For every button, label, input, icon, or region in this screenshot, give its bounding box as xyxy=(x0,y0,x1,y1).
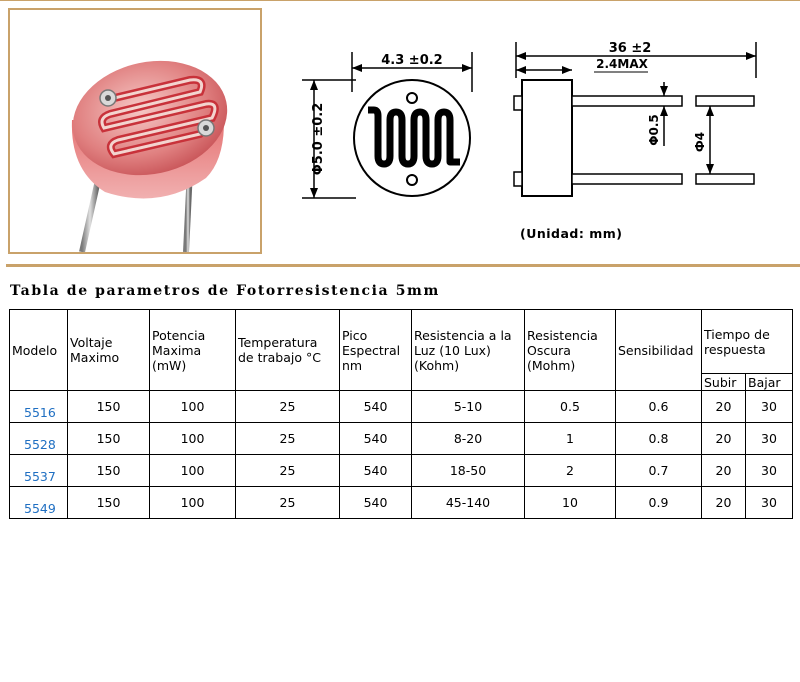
cell-light: 8-20 xyxy=(411,422,525,455)
cell-peak: 540 xyxy=(339,486,412,519)
cell-peak: 540 xyxy=(339,390,412,423)
table-title: Tabla de parametros de Fotorresistencia … xyxy=(10,283,440,299)
cell-voltage: 150 xyxy=(67,390,150,423)
cell-dark: 0.5 xyxy=(524,390,616,423)
cell-sensitivity: 0.7 xyxy=(615,454,702,487)
cell-power: 100 xyxy=(149,390,236,423)
header-model: Modelo xyxy=(9,309,68,391)
section-divider xyxy=(6,264,800,267)
dim-lead-length-label: 36 ±2 xyxy=(609,41,652,56)
cell-light: 18-50 xyxy=(411,454,525,487)
cell-voltage: 150 xyxy=(67,422,150,455)
cell-rise: 20 xyxy=(701,454,746,487)
cell-model: 5549 xyxy=(9,486,68,519)
cell-fall: 30 xyxy=(745,390,793,423)
cell-light: 5-10 xyxy=(411,390,525,423)
cell-fall: 30 xyxy=(745,454,793,487)
cell-sensitivity: 0.6 xyxy=(615,390,702,423)
dimension-drawing: 4.3 ±0.2 Φ5.0 ±0.2 36 ±2 2.4MAX xyxy=(296,34,766,214)
cell-peak: 540 xyxy=(339,422,412,455)
cell-power: 100 xyxy=(149,422,236,455)
table-row: 5528 150 100 25 540 8-20 1 0.8 20 30 xyxy=(9,422,793,455)
side-view-lead-bottom xyxy=(571,173,683,185)
dim-body-label: 2.4MAX xyxy=(596,57,648,71)
cell-voltage: 150 xyxy=(67,486,150,519)
cell-model: 5528 xyxy=(9,422,68,455)
cell-power: 100 xyxy=(149,454,236,487)
header-fall: Bajar xyxy=(745,373,793,391)
front-view-hole-bottom xyxy=(406,174,418,186)
side-view-lead-top xyxy=(571,95,683,107)
photoresistor-photo xyxy=(71,60,228,252)
dim-lead-dia-label: Φ0.5 xyxy=(647,114,661,145)
table-row: 5537 150 100 25 540 18-50 2 0.7 20 30 xyxy=(9,454,793,487)
cell-dark: 1 xyxy=(524,422,616,455)
cell-rise: 20 xyxy=(701,422,746,455)
dim-pitch-label: Ф4 xyxy=(693,132,707,152)
cell-peak: 540 xyxy=(339,454,412,487)
side-view-body xyxy=(521,79,573,197)
front-view-track xyxy=(368,106,460,168)
cell-fall: 30 xyxy=(745,486,793,519)
cell-temp: 25 xyxy=(235,486,340,519)
cell-dark: 10 xyxy=(524,486,616,519)
cell-temp: 25 xyxy=(235,454,340,487)
cell-voltage: 150 xyxy=(67,454,150,487)
dim-height-label: Φ5.0 ±0.2 xyxy=(311,103,326,176)
cell-rise: 20 xyxy=(701,390,746,423)
cell-model: 5516 xyxy=(9,390,68,423)
cell-power: 100 xyxy=(149,486,236,519)
cell-fall: 30 xyxy=(745,422,793,455)
cell-temp: 25 xyxy=(235,422,340,455)
electrode-left-dot xyxy=(105,95,111,101)
cell-rise: 20 xyxy=(701,486,746,519)
cell-dark: 2 xyxy=(524,454,616,487)
cell-sensitivity: 0.8 xyxy=(615,422,702,455)
photoresistor-photo-frame xyxy=(8,8,262,254)
front-view-hole-top xyxy=(406,92,418,104)
cell-sensitivity: 0.9 xyxy=(615,486,702,519)
cell-temp: 25 xyxy=(235,390,340,423)
lead-left xyxy=(79,179,101,252)
cell-light: 45-140 xyxy=(411,486,525,519)
header-rise: Subir xyxy=(701,373,746,391)
cell-model: 5537 xyxy=(9,454,68,487)
serpentine-gap xyxy=(100,78,217,156)
unit-caption: (Unidad: mm) xyxy=(520,226,623,241)
dim-width-label: 4.3 ±0.2 xyxy=(381,53,442,68)
header-sensitivity: Sensibilidad xyxy=(615,309,702,391)
electrode-right-dot xyxy=(203,125,209,131)
table-row: 5516 150 100 25 540 5-10 0.5 0.6 20 30 xyxy=(9,390,793,423)
table-row: 5549 150 100 25 540 45-140 10 0.9 20 30 xyxy=(9,486,793,519)
